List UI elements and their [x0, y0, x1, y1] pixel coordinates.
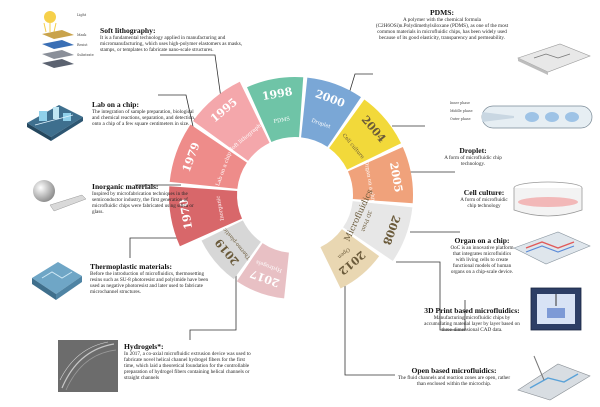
wheel-segment-2017 — [236, 243, 289, 299]
open-microfluidics-title: Open based microfluidics: — [411, 366, 497, 375]
cell-culture-image — [513, 181, 583, 217]
droplet-body: A form of microfluidic chip technology. — [444, 155, 502, 168]
lab-on-chip-title: Lab on a chip: — [92, 100, 140, 109]
hydrogels-title: Hydrogels*: — [124, 342, 164, 351]
inorganic-title: Inorganic materials: — [92, 182, 159, 191]
litho-label-mask: Mask — [77, 33, 87, 37]
thermoplastic-title: Thermoplastic materials: — [90, 262, 173, 271]
open-microfluidics-image — [517, 355, 591, 401]
hydrogels-image — [58, 340, 118, 392]
pdms-body: A polymer with the chemical formula (C2H… — [375, 17, 509, 42]
soft-lithography-title: Soft lithography: — [100, 26, 156, 35]
droplet-title: Droplet: — [459, 146, 487, 155]
hydrogels-annotation: Hydrogels*: In 2017, a co-axial microflu… — [124, 342, 254, 381]
inorganic-body: Inspired by microfabrication techniques … — [92, 191, 194, 216]
inorganic-annotation: Inorganic materials: Inspired by microfa… — [92, 182, 204, 215]
wheel-segment-2019 — [201, 220, 261, 280]
lab-on-chip-body: The integration of sample preparation, b… — [92, 109, 196, 128]
pdms-title: PDMS: — [429, 8, 455, 17]
hydrogels-body: In 2017, a co-axial microfluidic extrusi… — [124, 351, 251, 382]
wheel-segment-2012 — [320, 229, 380, 289]
organ-on-chip-body: OoC is an innovative platform that integ… — [450, 245, 514, 276]
wheel-label-1998: PDMS — [273, 116, 291, 125]
lab-on-chip-annotation: Lab on a chip: The integration of sample… — [92, 100, 200, 127]
litho-label-light: Light — [77, 13, 87, 17]
thermoplastic-annotation: Thermoplastic materials: Before the intr… — [90, 262, 214, 295]
3d-print-annotation: 3D Print based microfluidics: Manufactur… — [422, 306, 522, 333]
pdms-image — [517, 43, 591, 75]
open-microfluidics-body: The fluid channels and reaction zones ar… — [397, 375, 511, 388]
thermoplastic-image — [32, 262, 82, 300]
litho-label-substrate: Substrate — [77, 53, 94, 57]
soft-lithography-annotation: Soft lithography: It is a fundamental te… — [100, 26, 250, 53]
wheel-segment-1970 — [169, 186, 243, 247]
soft-lithography-body: It is a fundamental technology applied i… — [100, 35, 243, 54]
droplet-label-outer: Outer phase — [450, 117, 471, 121]
organ-on-chip-title: Organ on a chip: — [454, 236, 510, 245]
wheel-year-2005: 2005 — [387, 161, 405, 193]
wheel-year-1970: 1970 — [177, 198, 195, 231]
inorganic-image — [33, 180, 87, 212]
wheel-segment-1979 — [169, 124, 247, 189]
cell-culture-annotation: Cell culture: A form of microfluidic chi… — [456, 188, 512, 209]
wheel-year-1998: 1998 — [261, 85, 294, 103]
droplet-image: Inner phase Middle phase Outer phase — [450, 101, 593, 129]
3d-print-body: Manufacturing microfluidic chips by accu… — [424, 315, 520, 334]
droplet-label-middle: Middle phase — [450, 109, 473, 113]
lab-on-chip-image — [27, 105, 83, 141]
soft-lithography-image: Light Mask Resist Substrate — [42, 11, 94, 68]
wheel-segment-1998 — [247, 77, 304, 143]
wheel-label-1970: Inorganic — [215, 195, 225, 221]
organ-on-chip-annotation: Organ on a chip: OoC is an innovative pl… — [448, 236, 516, 275]
wheel-segment-2004 — [329, 99, 402, 170]
wheel-segment-1995 — [193, 81, 270, 161]
thermoplastic-body: Before the introduction of microfluidics… — [90, 271, 209, 296]
cell-culture-title: Cell culture: — [463, 188, 505, 197]
organ-on-chip-image — [513, 231, 591, 265]
droplet-label-inner: Inner phase — [450, 101, 470, 105]
wheel-segment-2008 — [343, 201, 413, 261]
wheel-segment-2005 — [347, 147, 413, 204]
open-microfluidics-annotation: Open based microfluidics: The fluid chan… — [396, 366, 512, 387]
3d-print-image — [530, 287, 582, 331]
litho-label-resist: Resist — [77, 43, 88, 47]
droplet-annotation: Droplet: A form of microfluidic chip tec… — [432, 146, 514, 167]
3d-print-title: 3D Print based microfluidics: — [424, 306, 520, 315]
pdms-annotation: PDMS: A polymer with the chemical formul… — [370, 8, 514, 41]
wheel-segment-2000 — [301, 77, 361, 147]
cell-culture-body: A form of microfluidic chip technology — [460, 197, 508, 210]
